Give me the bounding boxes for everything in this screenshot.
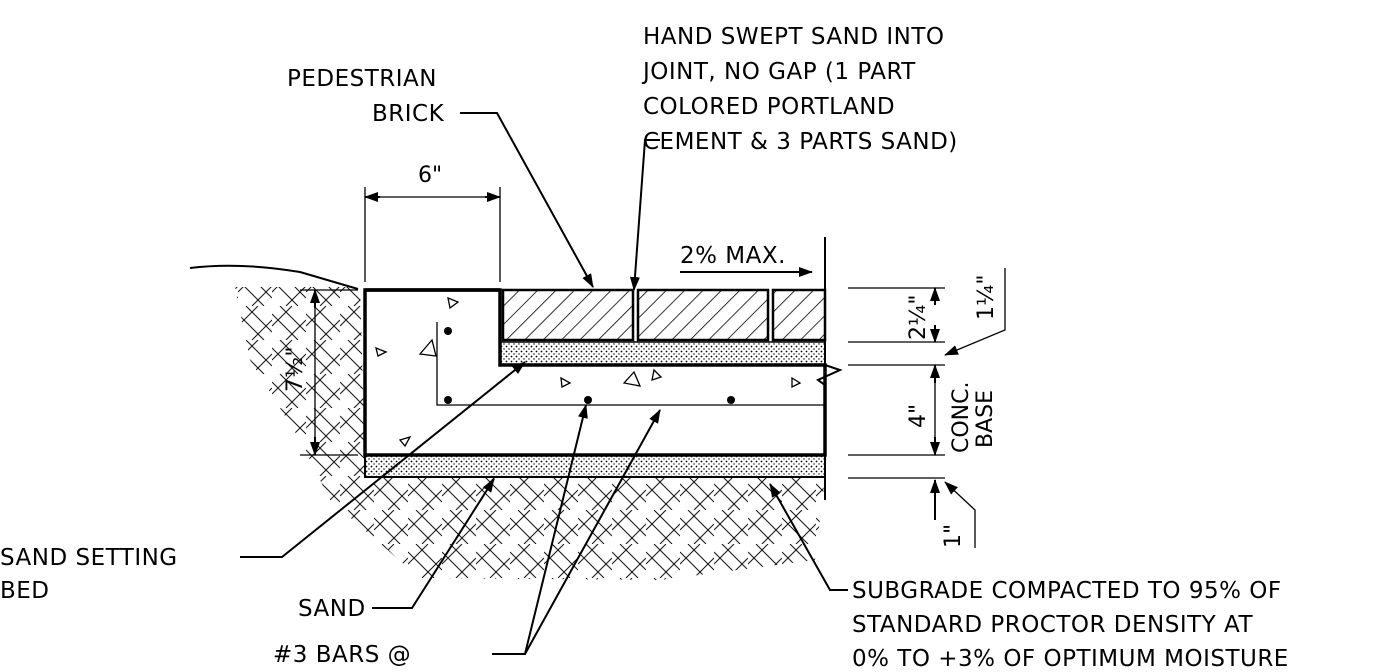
sand-setting-bed-line2: BED — [0, 578, 50, 604]
dim-base-thickness-text: 4" — [906, 404, 931, 428]
subgrade-line1: SUBGRADE COMPACTED TO 95% OF — [852, 578, 1282, 604]
existing-grade-line — [189, 264, 359, 290]
hand-swept-line1: HAND SWEPT SAND INTO — [643, 24, 945, 50]
break-line — [816, 237, 843, 500]
rebar-dot — [444, 327, 452, 335]
hand-swept-leader — [629, 139, 660, 291]
soil-hatching — [235, 287, 825, 580]
dim-brick-thickness-text: 2¼" — [906, 295, 931, 340]
sand-layer — [364, 454, 826, 478]
sand-setting-bed-line1: SAND SETTING — [0, 545, 178, 571]
pedestrian-brick-leader — [460, 112, 594, 288]
pedestrian-bricks — [501, 288, 827, 342]
slope-text: 2% MAX. — [680, 243, 786, 269]
subgrade-leader — [769, 483, 848, 591]
sand-text: SAND — [298, 596, 366, 622]
hand-swept-line3: COLORED PORTLAND — [643, 94, 895, 120]
dim-right-stack: 2¼" 4" 1" 1¼" — [848, 268, 1006, 548]
hand-swept-line2: JOINT, NO GAP (1 PART — [641, 59, 916, 85]
conc-base-line2: BASE — [973, 390, 998, 448]
pedestrian-brick-line2: BRICK — [372, 101, 445, 127]
hand-swept-line4: CEMENT & 3 PARTS SAND) — [643, 129, 958, 155]
subgrade-line3: 0% TO +3% OF OPTIMUM MOISTURE — [852, 646, 1289, 672]
sand-setting-bed — [499, 341, 826, 366]
dim-curb-width-text: 6" — [418, 163, 442, 188]
conc-base-line1: CONC. — [949, 382, 974, 454]
dim-total-text: 1¼" — [974, 275, 999, 320]
rebar-dot — [444, 396, 452, 404]
slope-indicator: 2% MAX. — [680, 243, 813, 277]
sand-leader — [372, 478, 495, 609]
pedestrian-brick-line1: PEDESTRIAN — [287, 66, 437, 92]
dim-sand-thickness-text: 1" — [941, 524, 966, 548]
aggregate-marks — [375, 296, 802, 448]
rebar-dot — [584, 396, 592, 404]
subgrade-line2: STANDARD PROCTOR DENSITY AT — [852, 612, 1253, 638]
bars-leader-2 — [524, 409, 661, 655]
dim-curb-depth-text: 7½" — [283, 347, 308, 392]
bars-text: #3 BARS @ — [273, 642, 411, 668]
dim-curb-depth: 7½" — [283, 289, 358, 456]
rebar-dot — [727, 396, 735, 404]
reinforcing-bars — [436, 322, 825, 406]
sand-setting-bed-leader — [240, 361, 526, 558]
dim-curb-width: 6" — [364, 163, 501, 282]
